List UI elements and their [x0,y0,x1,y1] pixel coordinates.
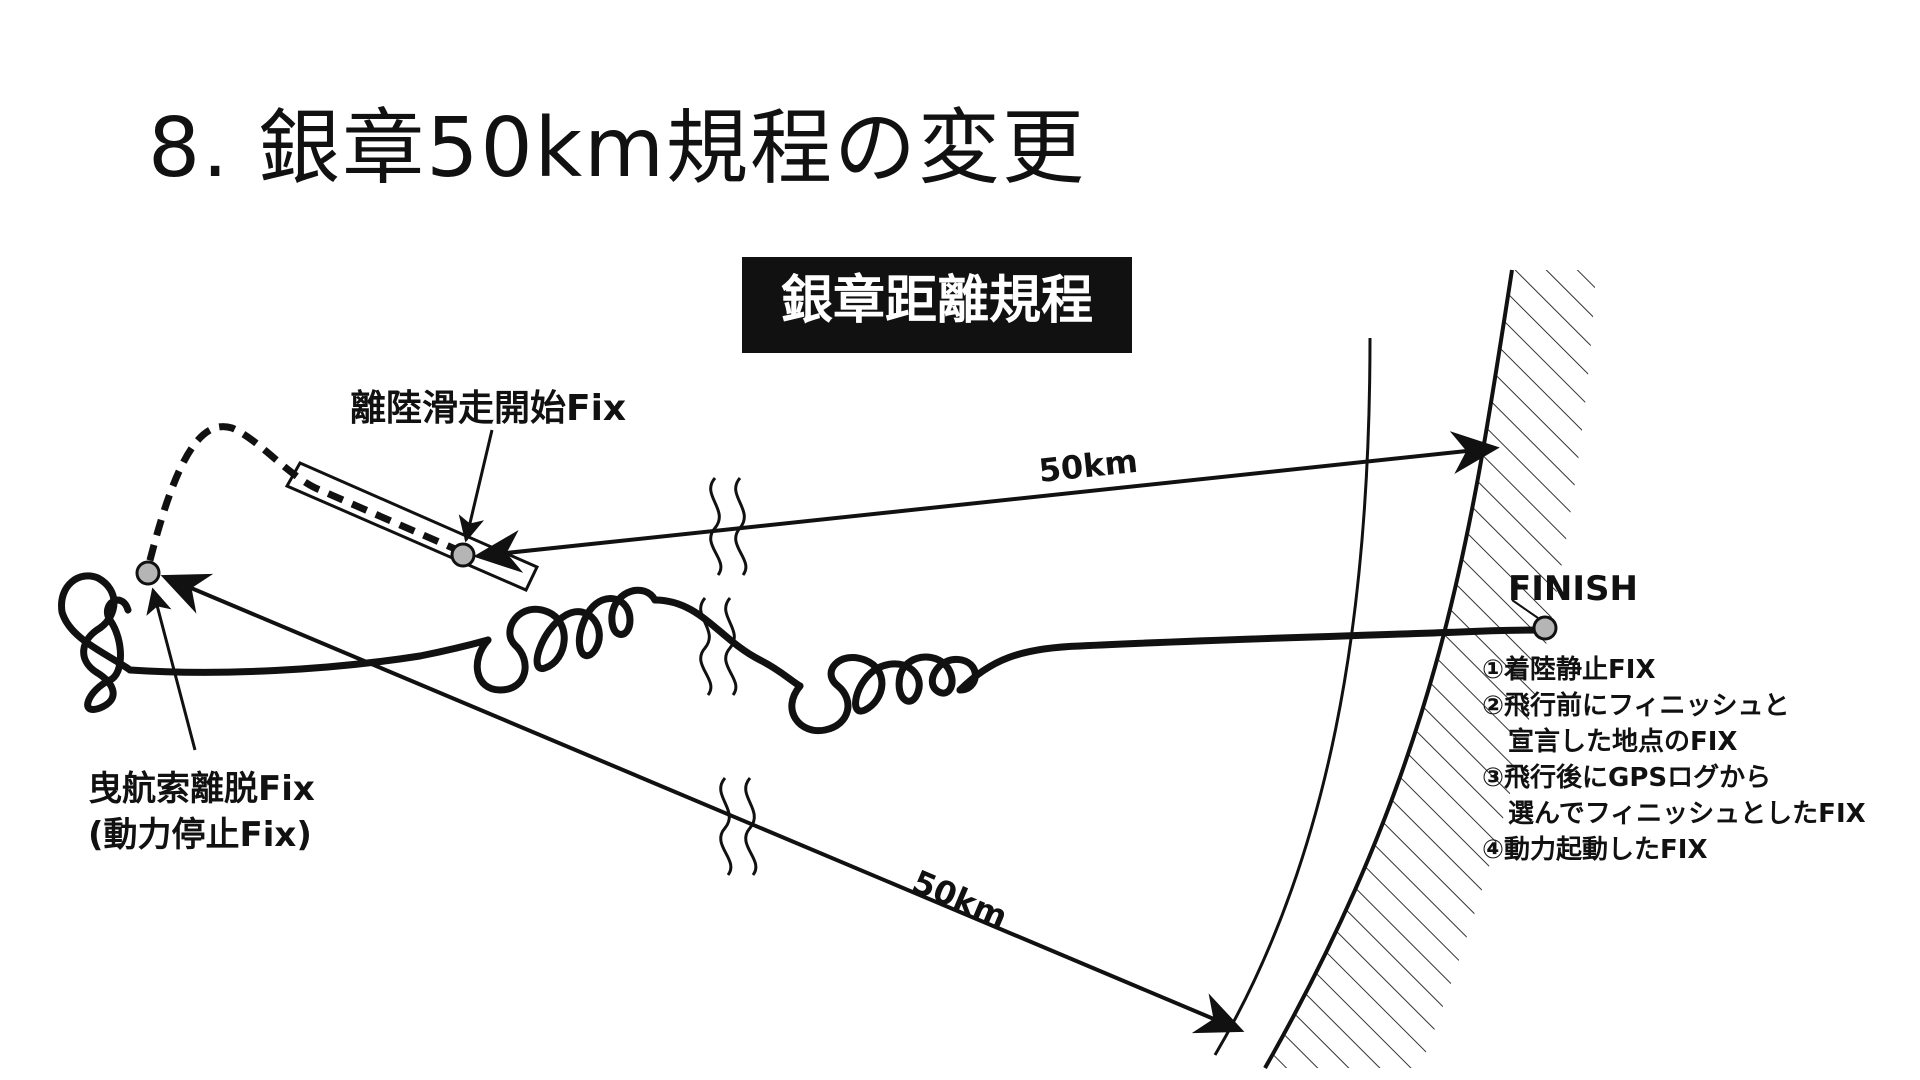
takeoff-fix-label: 離陸滑走開始Fix [350,388,626,429]
release-fix-sublabel: (動力停止Fix) [88,815,312,855]
takeoff-tow-path [144,423,464,569]
release-fix-label: 曳航索離脱Fix [88,769,315,809]
finish-option-4: ④動力起動したFIX [1482,835,1708,865]
finish-option-2: ②飛行前にフィニッシュと [1482,690,1790,721]
slide-title: 8. 銀章50km規程の変更 [148,101,1087,196]
finish-options-list: ①着陸静止FIX ②飛行前にフィニッシュと 宣言した地点のFIX ③飛行後にGP… [1482,654,1866,865]
distance-arrow-upper [473,431,1500,573]
diagram-heading-text: 銀章距離規程 [781,271,1093,331]
distance-label-lower: 50km [907,862,1013,936]
release-fix-pointer [146,587,197,751]
takeoff-fix-pointer [458,429,494,543]
finish-option-3-cont: 選んでフィニッシュとしたFIX [1482,799,1866,829]
takeoff-fix-point [450,542,476,568]
finish-label-leader [1511,599,1539,619]
finish-fix-point [1532,615,1558,641]
flight-track [58,572,1549,735]
finish-option-3: ③飛行後にGPSログから [1482,762,1771,793]
distance-arrow-lower [160,573,1245,1034]
finish-label: FINISH [1508,569,1638,609]
release-fix-point [135,560,161,586]
finish-option-1: ①着陸静止FIX [1482,654,1656,685]
finish-option-2-cont: 宣言した地点のFIX [1482,726,1737,757]
distance-label-upper: 50km [1037,442,1140,490]
diagram-heading: 銀章距離規程 [742,257,1132,353]
